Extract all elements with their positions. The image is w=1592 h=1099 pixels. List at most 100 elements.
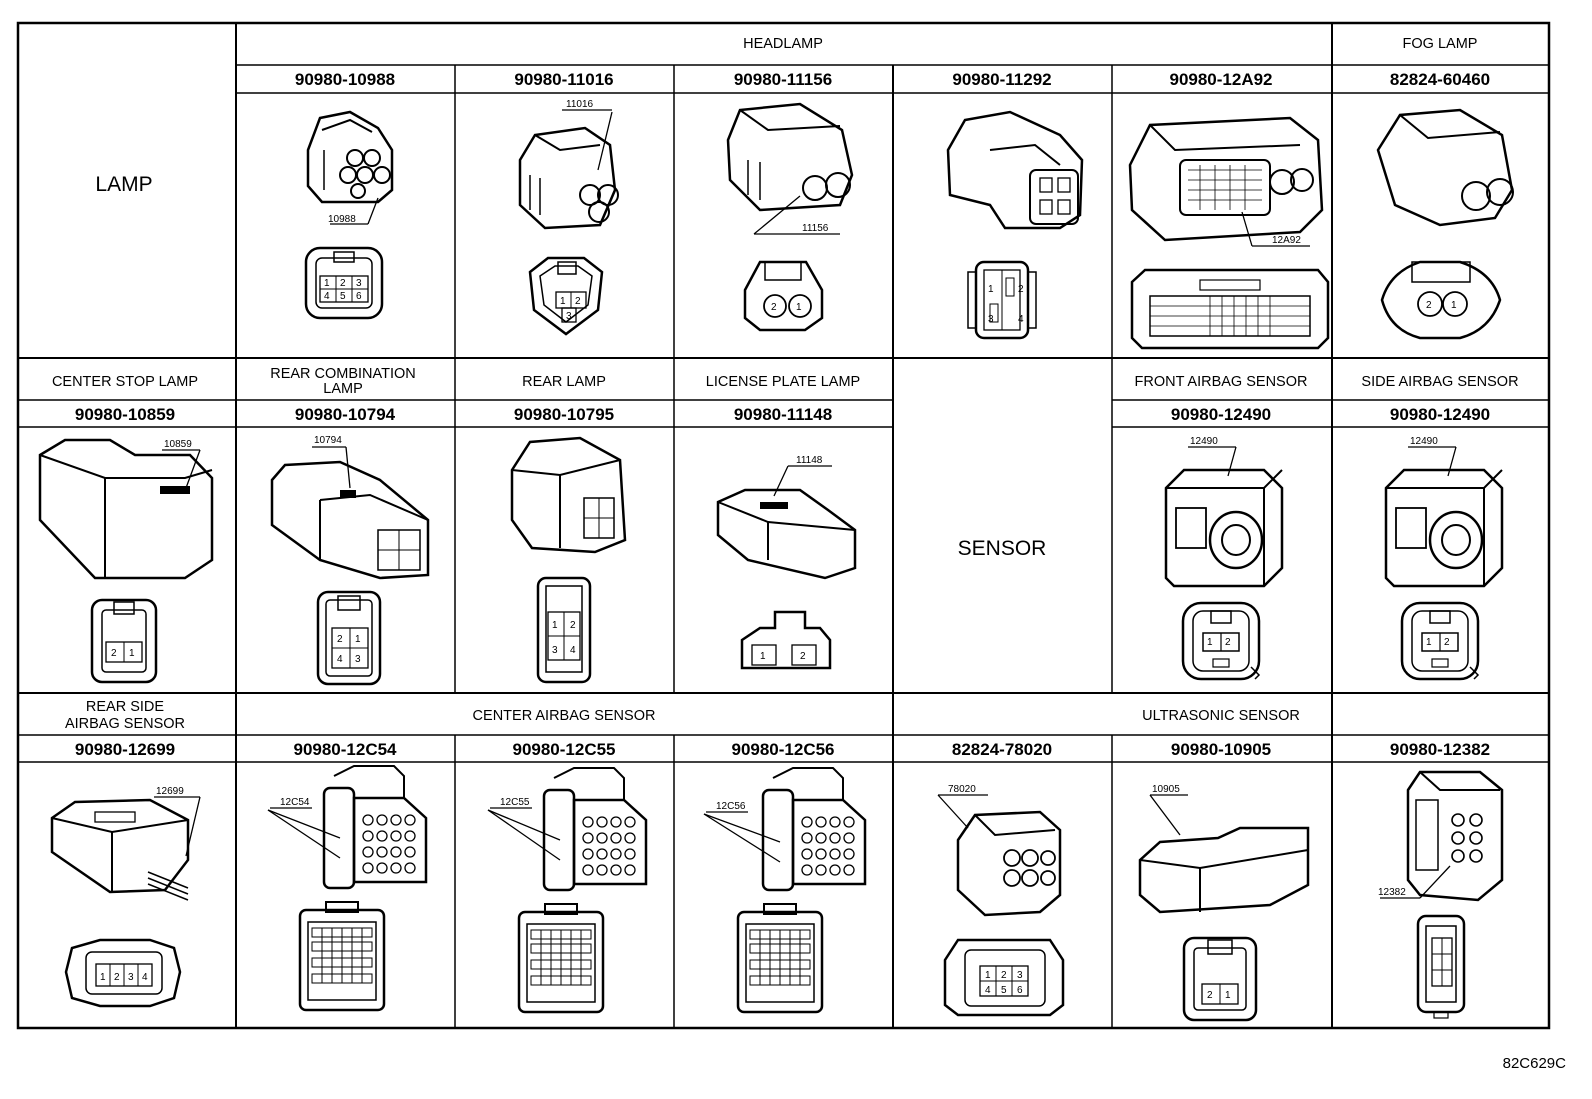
pin-number: 2: [114, 972, 120, 983]
part-number: 82824-60460: [1390, 70, 1490, 89]
callout-label: 10859: [164, 439, 192, 450]
pin-number: 2: [1225, 637, 1231, 648]
connector-drawing-11292: [946, 110, 1084, 340]
group-ultrasonic-sensor: ULTRASONIC SENSOR: [1142, 708, 1300, 724]
pin-number: 1: [1207, 637, 1213, 648]
connector-drawing-10795: [510, 436, 627, 684]
callout-label: 11016: [566, 99, 594, 110]
section-label-sensor: SENSOR: [958, 537, 1047, 560]
group-headlamp: HEADLAMP: [743, 36, 823, 52]
pin-number: 1: [1426, 637, 1432, 648]
pin-number: 6: [356, 291, 362, 302]
part-number: 90980-10795: [514, 405, 614, 424]
document-id: 82C629C: [1502, 1055, 1566, 1072]
callout-label: 10794: [314, 435, 342, 446]
callout-label: 10988: [328, 214, 356, 225]
connector-drawing-12699: [50, 796, 201, 1008]
pin-number: 1: [985, 970, 991, 981]
group-fog-lamp: FOG LAMP: [1403, 36, 1478, 52]
connector-drawing-10905: [1138, 794, 1310, 1022]
pin-number: 2: [575, 296, 581, 307]
callout-label: 12C54: [280, 797, 310, 808]
pin-number: 1: [988, 284, 994, 295]
part-number: 90980-11016: [514, 70, 613, 89]
callout-label: 12A92: [1272, 235, 1301, 246]
pin-number: 4: [1018, 314, 1024, 325]
pin-number: 2: [1001, 970, 1007, 981]
part-number: 90980-12490: [1171, 405, 1271, 424]
group-center-stop-lamp: CENTER STOP LAMP: [52, 374, 198, 390]
pin-number: 4: [324, 291, 330, 302]
callout-label: 78020: [948, 784, 976, 795]
pin-number: 3: [128, 972, 134, 983]
callout-label: 12699: [156, 786, 184, 797]
part-number: 90980-12490: [1390, 405, 1490, 424]
callout-label: 11156: [802, 223, 829, 234]
pin-number: 1: [129, 648, 135, 659]
callout-label: 12490: [1190, 436, 1218, 447]
callout-label: 10905: [1152, 784, 1180, 795]
pin-number: 5: [1001, 985, 1007, 996]
pin-number: 6: [1017, 985, 1023, 996]
connector-drawing-10794: [270, 446, 430, 686]
pin-number: 2: [1207, 990, 1213, 1001]
group-side-airbag-sensor: SIDE AIRBAG SENSOR: [1361, 374, 1518, 390]
part-number: 90980-12382: [1390, 740, 1490, 759]
pin-number: 1: [560, 296, 566, 307]
part-number: 90980-12699: [75, 740, 175, 759]
pin-number: 3: [552, 645, 558, 656]
callout-label: 11148: [796, 455, 823, 466]
connector-drawing-10988: [304, 110, 394, 320]
pin-number: 2: [337, 634, 343, 645]
connector-drawing-12382: [1380, 770, 1504, 1019]
pin-number: 2: [771, 302, 777, 313]
part-number: 90980-10988: [295, 70, 395, 89]
connector-drawing-10859: [38, 438, 214, 684]
part-number: 90980-12C55: [512, 740, 615, 759]
connector-drawing-12C55: [487, 766, 648, 1014]
group-rear-combination-lamp-line2: LAMP: [323, 381, 363, 397]
pin-number: 3: [356, 278, 362, 289]
part-number: 90980-12C56: [731, 740, 834, 759]
connector-drawing-12C54: [267, 764, 428, 1012]
connector-drawing-12A92: [1128, 116, 1330, 350]
pin-number: 2: [570, 620, 576, 631]
pin-number: 3: [1017, 970, 1023, 981]
callout-label: 12490: [1410, 436, 1438, 447]
pin-number: 4: [985, 985, 991, 996]
pin-number: 1: [796, 302, 802, 313]
connector-drawing-11156: [726, 102, 854, 332]
part-number: 90980-11156: [734, 70, 832, 89]
pin-number: 2: [1444, 637, 1450, 648]
callout-label: 12C56: [716, 801, 746, 812]
group-rear-side-airbag-sensor-line1: REAR SIDE: [86, 699, 164, 715]
pin-number: 2: [800, 651, 806, 662]
pin-number: 3: [988, 314, 994, 325]
pin-number: 1: [100, 972, 106, 983]
callout-label: 12C55: [500, 797, 530, 808]
connector-drawing-front-airbag-12490: [1164, 446, 1284, 681]
pin-number: 1: [552, 620, 558, 631]
group-rear-side-airbag-sensor-line2: AIRBAG SENSOR: [65, 716, 185, 732]
connector-drawing-11016: [518, 109, 619, 336]
pin-number: 1: [1451, 300, 1457, 311]
callout-label: 12382: [1378, 887, 1406, 898]
pin-number: 4: [142, 972, 148, 983]
pin-number: 4: [570, 645, 576, 656]
group-front-airbag-sensor: FRONT AIRBAG SENSOR: [1135, 374, 1308, 390]
pin-number: 2: [1426, 300, 1432, 311]
pin-number: 2: [1018, 284, 1024, 295]
connector-drawing-78020: [937, 794, 1065, 1017]
section-label-lamp: LAMP: [95, 173, 152, 196]
pin-number: 2: [340, 278, 346, 289]
group-license-plate-lamp: LICENSE PLATE LAMP: [706, 374, 860, 390]
group-rear-lamp: REAR LAMP: [522, 374, 606, 390]
part-number: 90980-12A92: [1169, 70, 1272, 89]
part-number: 82824-78020: [952, 740, 1052, 759]
group-center-airbag-sensor: CENTER AIRBAG SENSOR: [473, 708, 656, 724]
part-number: 90980-12C54: [293, 740, 397, 759]
pin-number: 2: [111, 648, 117, 659]
table-grid: [16, 21, 1551, 1030]
pin-number: 5: [340, 291, 346, 302]
pin-number: 1: [324, 278, 330, 289]
